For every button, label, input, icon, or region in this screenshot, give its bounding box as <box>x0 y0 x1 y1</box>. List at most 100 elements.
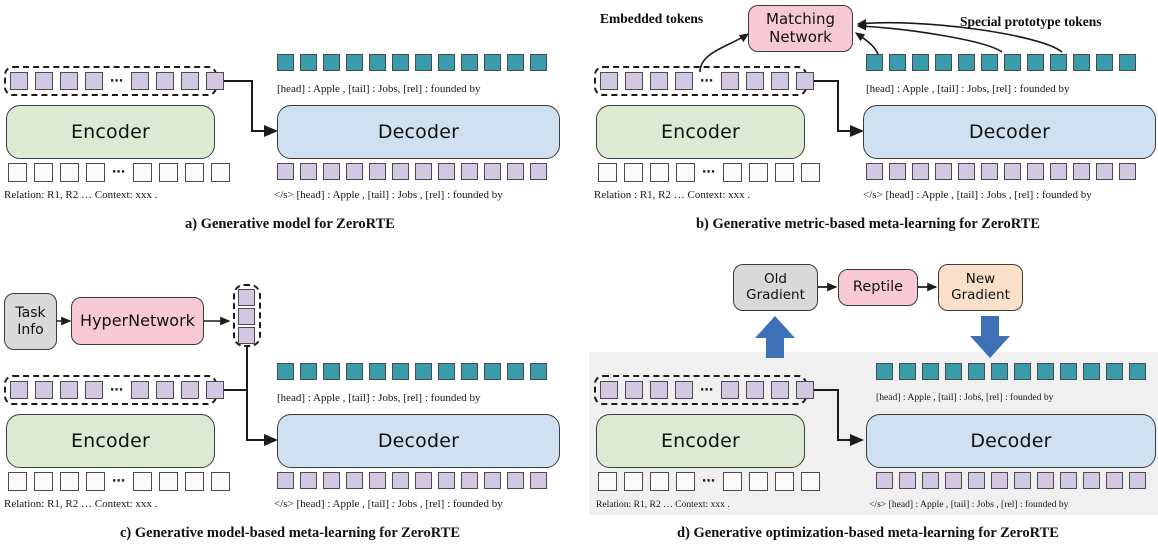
embedded-token <box>721 72 739 90</box>
embedded-token <box>650 72 668 90</box>
embedded-token <box>35 381 53 399</box>
output-token <box>922 363 939 380</box>
embedded-token <box>156 381 174 399</box>
output-token <box>1106 363 1123 380</box>
panel-d-decoder-input-text: </s> [head] : Apple , [tail] : Jobs , [r… <box>869 499 1069 510</box>
decoder-input-token <box>991 472 1008 489</box>
decoder-input-token <box>461 163 478 180</box>
output-token <box>530 363 547 380</box>
panel-d-reptile-box: Reptile <box>838 269 918 306</box>
decoder-input-token <box>438 472 455 489</box>
decoder-input-token <box>300 163 317 180</box>
task-info-line1: Task <box>15 305 46 322</box>
decoder-input-token <box>945 472 962 489</box>
output-token <box>507 54 524 71</box>
decoder-input-token <box>1129 472 1146 489</box>
output-token <box>1014 363 1031 380</box>
panel-d-input-token-row: ⋯ <box>598 472 820 491</box>
decoder-input-token <box>415 163 432 180</box>
output-token <box>507 363 524 380</box>
decoder-input-token <box>899 472 916 489</box>
prototype-token <box>866 54 883 71</box>
input-token <box>598 163 617 182</box>
embedded-token <box>796 72 814 90</box>
panel-a-caption: a) Generative model for ZeroRTE <box>185 216 395 232</box>
decoder-input-token <box>530 163 547 180</box>
prototype-token <box>1073 54 1090 71</box>
decoder-input-token <box>912 163 929 180</box>
decoder-input-token <box>346 163 363 180</box>
input-token <box>159 163 178 182</box>
panel-a-input-text: Relation: R1, R2 … Context: xxx . <box>4 189 158 201</box>
embedded-token <box>675 72 693 90</box>
decoder-input-token <box>1073 163 1090 180</box>
output-token <box>1129 363 1146 380</box>
ellipsis-icon: ⋯ <box>700 382 714 398</box>
panel-d-decoder-output-text: [head] : Apple , [tail] : Jobs, [rel] : … <box>876 392 1054 403</box>
panel-b-prototype-token-row <box>866 54 1136 71</box>
panel-d-decoder: Decoder <box>866 414 1156 468</box>
input-token <box>8 163 27 182</box>
hypernet-output-token <box>238 289 255 306</box>
output-token <box>392 363 409 380</box>
decoder-input-token <box>507 472 524 489</box>
embedded-token <box>625 381 643 399</box>
output-token <box>392 54 409 71</box>
embedded-token <box>206 381 224 399</box>
decoder-input-token <box>1050 163 1067 180</box>
input-token <box>749 163 768 182</box>
ellipsis-icon: ⋯ <box>702 474 716 489</box>
decoder-input-token <box>323 163 340 180</box>
panel-c-hypernet-output-token-group <box>233 284 261 347</box>
output-token <box>415 363 432 380</box>
panel-b-encoder: Encoder <box>596 105 805 159</box>
decoder-input-token <box>346 472 363 489</box>
decoder-input-token <box>876 472 893 489</box>
output-token <box>346 363 363 380</box>
embedded-token <box>35 72 53 90</box>
input-token <box>133 472 152 491</box>
panel-b-matching-network-box: Matching Network <box>748 5 853 52</box>
output-token <box>277 54 294 71</box>
embedded-token <box>156 72 174 90</box>
panel-d-caption: d) Generative optimization-based meta-le… <box>677 525 1059 541</box>
output-token <box>945 363 962 380</box>
panel-a-embedded-token-row: ⋯ <box>10 72 224 90</box>
panel-a-decoder: Decoder <box>277 105 560 159</box>
decoder-input-token <box>369 163 386 180</box>
panel-b-decoder-output-text: [head] : Apple , [tail] : Jobs, [rel] : … <box>866 83 1070 95</box>
embedded-token <box>650 381 668 399</box>
output-token <box>438 54 455 71</box>
prototype-token <box>981 54 998 71</box>
decoder-input-token <box>1106 472 1123 489</box>
embedded-token <box>771 381 789 399</box>
decoder-input-token <box>1004 163 1021 180</box>
decoder-input-token <box>981 163 998 180</box>
panel-b-input-token-row: ⋯ <box>598 163 820 182</box>
panel-b-embedded-token-row: ⋯ <box>600 72 814 90</box>
embedded-token <box>60 381 78 399</box>
embedded-token <box>181 72 199 90</box>
embedded-token <box>625 72 643 90</box>
panel-d-new-gradient-box: New Gradient <box>938 264 1023 311</box>
output-token <box>1060 363 1077 380</box>
panel-d-decoder-input-token-row <box>876 472 1146 489</box>
output-token <box>968 363 985 380</box>
decoder-input-token <box>1037 472 1054 489</box>
panel-d-old-gradient-box: Old Gradient <box>733 264 818 311</box>
input-token <box>8 472 27 491</box>
output-token <box>461 54 478 71</box>
embedded-token <box>10 381 28 399</box>
embedded-token <box>60 72 78 90</box>
panel-d-embedded-token-row: ⋯ <box>600 381 814 399</box>
input-token <box>801 472 820 491</box>
task-info-line2: Info <box>17 321 44 338</box>
ellipsis-icon: ⋯ <box>112 474 126 489</box>
hypernet-output-token <box>238 308 255 325</box>
panel-b-embedded-tokens-label: Embedded tokens <box>600 11 704 26</box>
output-token <box>899 363 916 380</box>
input-token <box>650 163 669 182</box>
embedded-token <box>721 381 739 399</box>
embedded-token <box>10 72 28 90</box>
input-token <box>133 163 152 182</box>
